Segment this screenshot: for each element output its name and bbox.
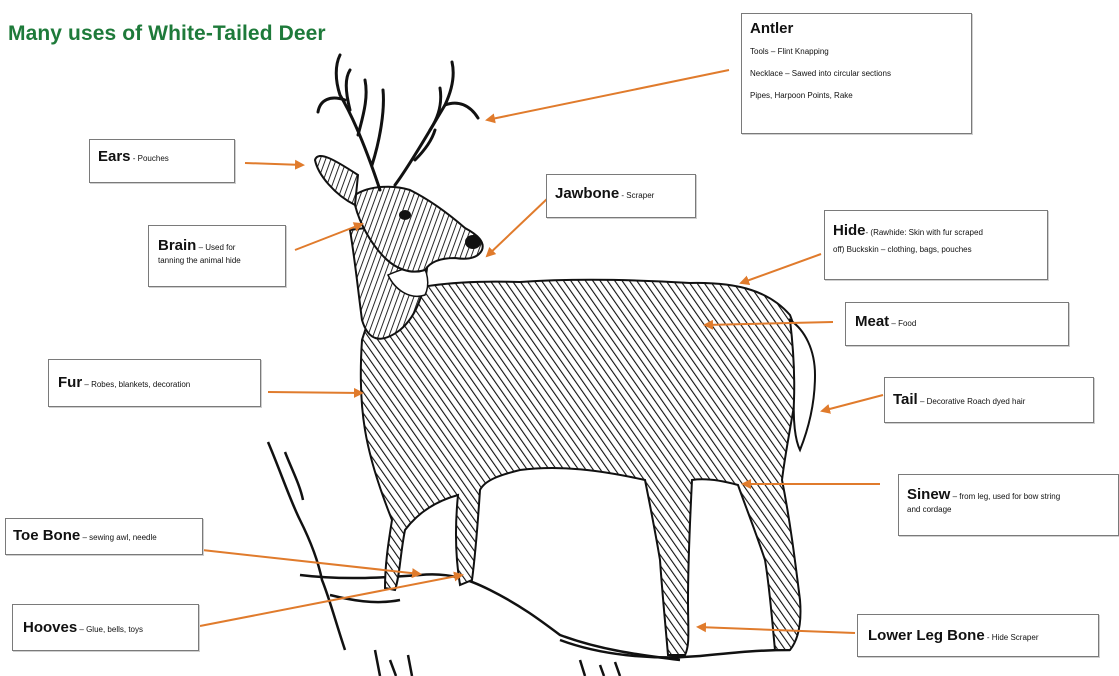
lowerleg-desc: - Hide Scraper <box>985 633 1039 642</box>
sinew-desc-2: and cordage <box>907 505 1118 515</box>
label-jawbone: Jawbone - Scraper <box>546 174 696 218</box>
hide-name: Hide <box>833 222 866 239</box>
deer-body <box>361 280 801 655</box>
brain-desc-2: tanning the animal hide <box>158 256 285 266</box>
label-meat: Meat – Food <box>845 302 1069 346</box>
brain-name: Brain <box>158 237 196 254</box>
jawbone-name: Jawbone <box>555 185 619 202</box>
jawbone-desc: - Scraper <box>619 191 654 200</box>
hide-desc-1: - (Rawhide: Skin with fur scraped <box>866 228 983 237</box>
label-hooves: Hooves – Glue, bells, toys <box>12 604 199 651</box>
label-brain: Brain – Used for tanning the animal hide <box>148 225 286 287</box>
brain-desc-1: – Used for <box>196 243 235 252</box>
label-lower-leg-bone: Lower Leg Bone - Hide Scraper <box>857 614 1099 657</box>
toebone-name: Toe Bone <box>13 527 80 544</box>
ears-name: Ears <box>98 148 131 165</box>
antler-use-2: Necklace – Sawed into circular sections <box>750 69 971 78</box>
label-hide: Hide- (Rawhide: Skin with fur scraped of… <box>824 210 1048 280</box>
deer-tail <box>790 320 815 450</box>
label-toe-bone: Toe Bone – sewing awl, needle <box>5 518 203 555</box>
hooves-desc: – Glue, bells, toys <box>77 625 143 634</box>
hide-desc-2: off) Buckskin – clothing, bags, pouches <box>833 245 1047 255</box>
sinew-name: Sinew <box>907 486 950 503</box>
label-antler: Antler Tools – Flint Knapping Necklace –… <box>741 13 972 134</box>
antler-title: Antler <box>750 20 971 37</box>
label-ears: Ears - Pouches <box>89 139 235 183</box>
label-tail: Tail – Decorative Roach dyed hair <box>884 377 1094 423</box>
toebone-desc: – sewing awl, needle <box>80 533 157 542</box>
antler-use-1: Tools – Flint Knapping <box>750 47 971 56</box>
fur-desc: – Robes, blankets, decoration <box>82 380 190 389</box>
label-fur: Fur – Robes, blankets, decoration <box>48 359 261 407</box>
antler-use-3: Pipes, Harpoon Points, Rake <box>750 91 971 100</box>
hooves-name: Hooves <box>23 619 77 636</box>
lowerleg-name: Lower Leg Bone <box>868 627 985 644</box>
meat-name: Meat <box>855 313 889 330</box>
ears-desc: - Pouches <box>131 154 169 163</box>
tail-name: Tail <box>893 391 918 408</box>
fur-name: Fur <box>58 374 82 391</box>
sinew-desc-1: – from leg, used for bow string <box>950 492 1060 501</box>
deer-ear <box>315 156 358 205</box>
label-sinew: Sinew – from leg, used for bow string an… <box>898 474 1119 536</box>
tail-desc: – Decorative Roach dyed hair <box>918 397 1026 406</box>
meat-desc: – Food <box>889 319 916 328</box>
